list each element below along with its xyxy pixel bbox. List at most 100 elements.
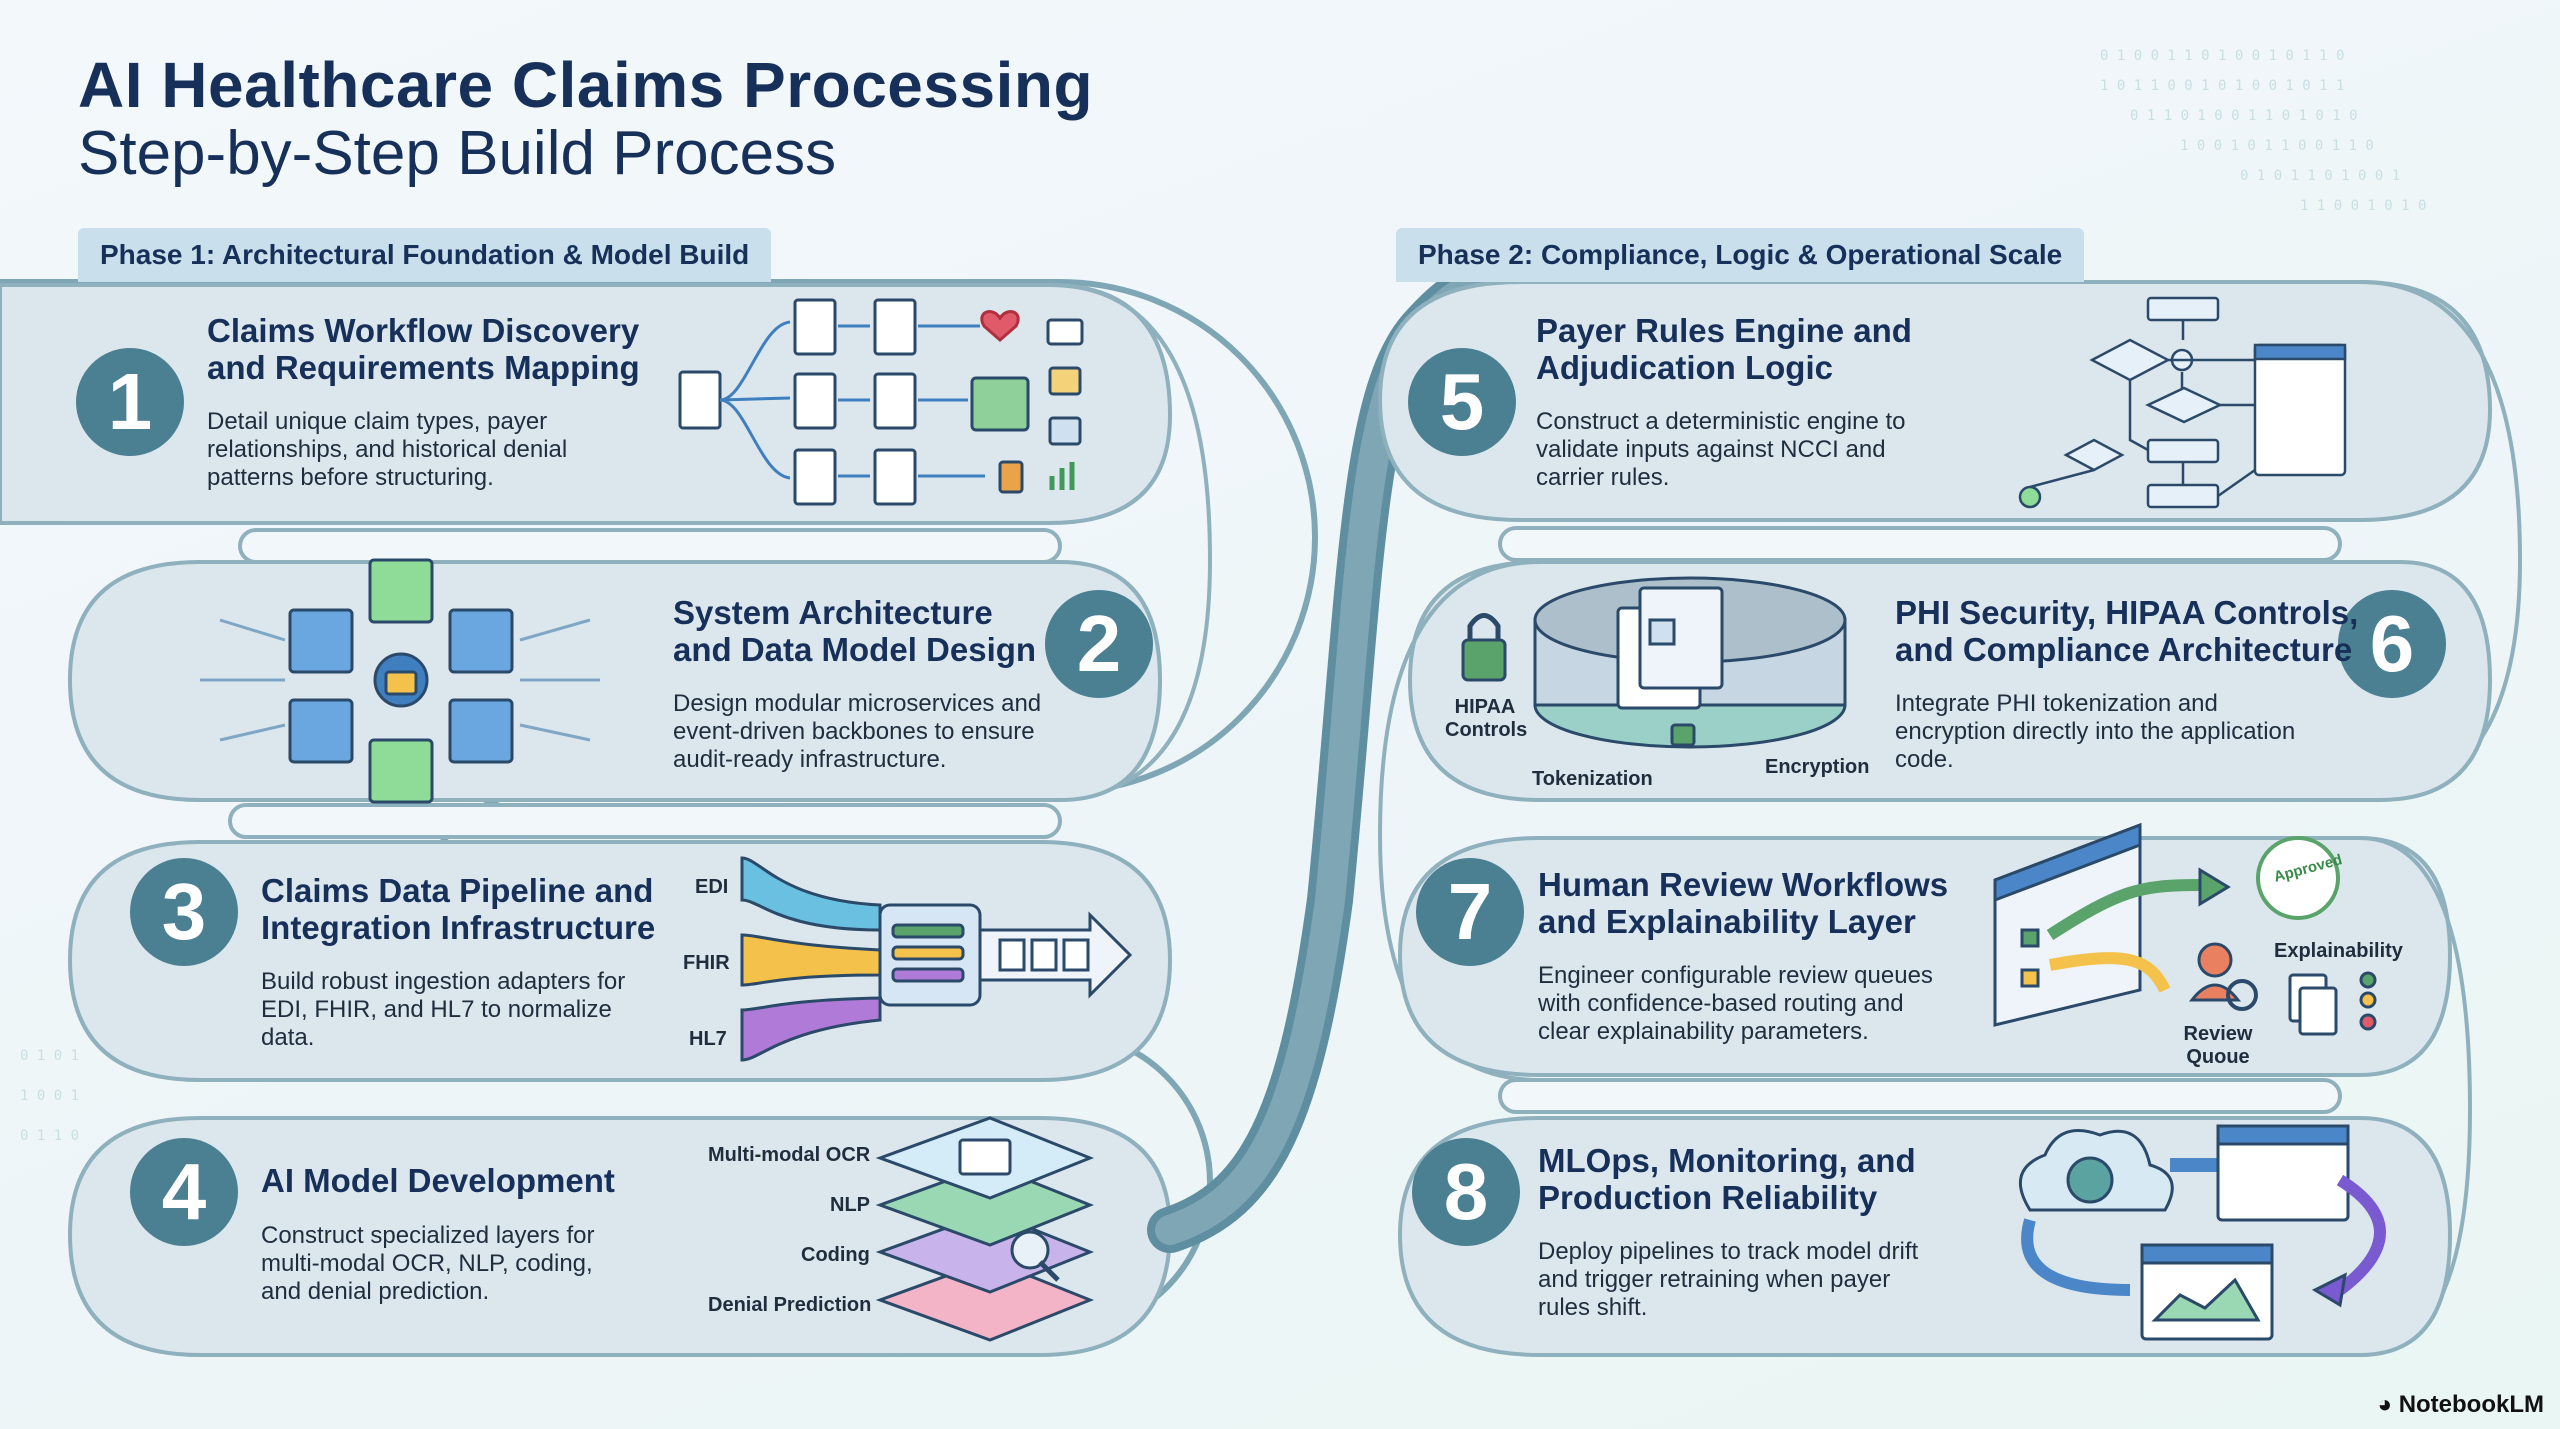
- step4-desc-line2: multi-modal OCR, NLP, coding,: [261, 1250, 593, 1277]
- svg-text:0 1 0 1 1 0 1 0 0 1: 0 1 0 1 1 0 1 0 0 1: [2240, 168, 2400, 184]
- edi-label: EDI: [695, 876, 729, 898]
- step2-description: Design modular microservices and event-d…: [673, 690, 1041, 774]
- step3-desc-line1: Build robust ingestion adapters for: [261, 968, 626, 995]
- step3-number: 3: [130, 858, 238, 966]
- step2-desc-line1: Design modular microservices and: [673, 690, 1042, 717]
- hl7-label: HL7: [689, 1028, 727, 1050]
- page-title: AI Healthcare Claims Processing: [78, 49, 1094, 121]
- connector-2-3: [228, 803, 1062, 839]
- binary-pattern-decoration: 0 1 0 0 1 1 0 1 0 0 1 0 1 1 0 1 0 1 1 0 …: [20, 48, 2426, 1144]
- step8-desc-line1: Deploy pipelines to track model drift: [1538, 1238, 1919, 1265]
- svg-text:1 0 1 1 0 0 1 0 1 0 0 1 0 1 1: 1 0 1 1 0 0 1 0 1 0 0 1 0 1 1: [2100, 78, 2344, 94]
- step7-desc-line1: Engineer configurable review queues: [1538, 962, 1933, 989]
- step6-description: Integrate PHI tokenization and encryptio…: [1895, 690, 2295, 774]
- step7-number: 7: [1416, 858, 1524, 966]
- step5-desc-line3: carrier rules.: [1536, 464, 1670, 491]
- step8-title-line1: MLOps, Monitoring, and: [1538, 1142, 1916, 1179]
- svg-text:1 1 0 0 1 0 1 0: 1 1 0 0 1 0 1 0: [2300, 198, 2426, 214]
- connector-7-8: [1498, 1078, 2342, 1114]
- step8-description: Deploy pipelines to track model drift an…: [1538, 1238, 1918, 1322]
- hipaa-label-line2: Controls: [1445, 719, 1528, 741]
- step2-title-line1: System Architecture: [673, 594, 993, 631]
- step1-description: Detail unique claim types, payer relatio…: [207, 408, 567, 492]
- step7-title-line2: and Explainability Layer: [1538, 903, 1916, 940]
- step1-title-line1: Claims Workflow Discovery: [207, 312, 640, 349]
- encryption-label: Encryption: [1765, 756, 1870, 778]
- ocr-layer-label: Multi-modal OCR: [708, 1144, 871, 1166]
- phase2-label: Phase 2: Compliance, Logic & Operational…: [1396, 228, 2085, 282]
- step5-title-line2: Adjudication Logic: [1536, 349, 1833, 386]
- step2-title: System Architecture and Data Model Desig…: [673, 594, 1036, 668]
- ai-layer-stack-illustration: [875, 1116, 1095, 1342]
- step6-number: 6: [2338, 590, 2446, 698]
- svg-text:0 1 0 0 1 1 0 1 0 0 1 0 1 1 0: 0 1 0 0 1 1 0 1 0 0 1 0 1 1 0: [2100, 48, 2344, 64]
- phase1-label: Phase 1: Architectural Foundation & Mode…: [78, 228, 772, 282]
- step1-desc-line1: Detail unique claim types, payer: [207, 408, 548, 435]
- step5-title: Payer Rules Engine and Adjudication Logi…: [1536, 312, 1912, 386]
- step5-desc-line1: Construct a deterministic engine to: [1536, 408, 1906, 435]
- step2-number: 2: [1045, 590, 1153, 698]
- step4-title-line1: AI Model Development: [261, 1162, 615, 1199]
- step1-desc-line2: relationships, and historical denial: [207, 436, 568, 463]
- step6-title-line2: and Compliance Architecture: [1895, 631, 2353, 668]
- svg-text:0 1 1 0 1 0 0 1 1 0 1 0 1 0: 0 1 1 0 1 0 0 1 1 0 1 0 1 0: [2130, 108, 2358, 124]
- step4-desc-line3: and denial prediction.: [261, 1278, 490, 1305]
- step6-desc-line1: Integrate PHI tokenization and: [1895, 690, 2218, 717]
- step3-title-line1: Claims Data Pipeline and: [261, 872, 654, 909]
- step7-panel: [1397, 836, 2453, 1077]
- step6-desc-line2: encryption directly into the application: [1895, 718, 2296, 745]
- step1-number: 1: [76, 348, 184, 456]
- step8-title: MLOps, Monitoring, and Production Reliab…: [1538, 1142, 1916, 1216]
- review-queue-label: Review Quoue: [2183, 1023, 2253, 1069]
- step5-desc-line2: validate inputs against NCCI and: [1536, 436, 1886, 463]
- review-screen-illustration: [1993, 822, 2377, 1036]
- step7-description: Engineer configurable review queues with…: [1538, 962, 1933, 1046]
- mlops-loop-illustration: [2019, 1124, 2386, 1341]
- page-subtitle: Step-by-Step Build Process: [78, 119, 837, 188]
- step3-desc-line3: data.: [261, 1024, 315, 1051]
- step2-title-line2: and Data Model Design: [673, 631, 1037, 668]
- explainability-label: Explainability: [2274, 940, 2403, 962]
- connector-1-2: [238, 528, 1062, 564]
- step4-desc-line1: Construct specialized layers for: [261, 1222, 595, 1249]
- notebooklm-icon: ◕: [2377, 1391, 2393, 1418]
- step4-number: 4: [130, 1138, 238, 1246]
- hipaa-label-line1: HIPAA: [1454, 696, 1516, 718]
- step3-panel: [67, 840, 1173, 1082]
- step3-description: Build robust ingestion adapters for EDI,…: [261, 968, 625, 1052]
- step5-title-line1: Payer Rules Engine and: [1536, 312, 1912, 349]
- denial-layer-label: Denial Prediction: [708, 1294, 872, 1316]
- step4-description: Construct specialized layers for multi-m…: [261, 1222, 594, 1306]
- document-flow-illustration: [678, 298, 1084, 506]
- step3-desc-line2: EDI, FHIR, and HL7 to normalize: [261, 996, 612, 1023]
- connector-5-6: [1498, 526, 2342, 562]
- step4-title: AI Model Development: [261, 1162, 615, 1199]
- tokenization-label: Tokenization: [1532, 768, 1653, 790]
- step8-title-line2: Production Reliability: [1538, 1179, 1878, 1216]
- hipaa-controls-label: HIPAA Controls: [1445, 696, 1528, 742]
- security-fortress-illustration: [1461, 576, 1847, 749]
- step7-desc-line2: with confidence-based routing and: [1538, 990, 1904, 1017]
- microservices-cube-illustration: [200, 558, 600, 804]
- notebooklm-logo: ◕ NotebookLM: [2378, 1391, 2544, 1419]
- step1-title-line2: and Requirements Mapping: [207, 349, 640, 386]
- step3-title-line2: Integration Infrastructure: [261, 909, 656, 946]
- step1-title: Claims Workflow Discovery and Requiremen…: [207, 312, 640, 386]
- svg-text:1 0 0 1: 1 0 0 1: [20, 1088, 79, 1104]
- step7-title-line1: Human Review Workflows: [1538, 866, 1949, 903]
- fhir-label: FHIR: [683, 952, 730, 974]
- step6-title: PHI Security, HIPAA Controls, and Compli…: [1895, 594, 2358, 668]
- step5-description: Construct a deterministic engine to vali…: [1536, 408, 1906, 492]
- step5-number: 5: [1408, 348, 1516, 456]
- step2-desc-line3: audit-ready infrastructure.: [673, 746, 947, 773]
- notebooklm-logo-text: NotebookLM: [2398, 1391, 2544, 1418]
- step6-title-line1: PHI Security, HIPAA Controls,: [1895, 594, 2359, 631]
- step7-desc-line3: clear explainability parameters.: [1538, 1018, 1869, 1045]
- step7-title: Human Review Workflows and Explainabilit…: [1538, 866, 1948, 940]
- step1-desc-line3: patterns before structuring.: [207, 464, 494, 491]
- svg-text:0 1 0 1: 0 1 0 1: [20, 1048, 79, 1064]
- step8-desc-line3: rules shift.: [1538, 1294, 1648, 1321]
- step2-desc-line2: event-driven backbones to ensure: [673, 718, 1035, 745]
